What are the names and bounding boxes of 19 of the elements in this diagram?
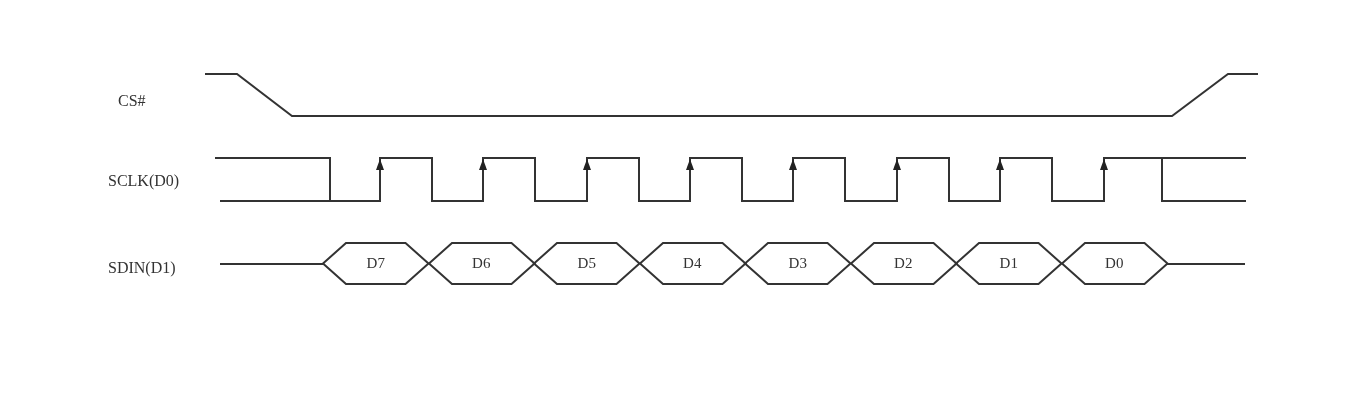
data-bit-hexagon xyxy=(323,242,429,285)
data-bit-hexagon xyxy=(1061,242,1167,285)
bit-label: D3 xyxy=(788,255,807,272)
bit-label: D6 xyxy=(472,255,491,272)
bit-label: D1 xyxy=(999,255,1018,272)
data-bit-hexagon xyxy=(639,242,745,285)
data-bit-hexagon xyxy=(428,242,534,285)
signal-name: SDIN(D1) xyxy=(108,259,176,277)
bit-label: D2 xyxy=(894,255,913,272)
signal-name: SCLK(D0) xyxy=(108,172,180,190)
data-bit-hexagon xyxy=(850,242,956,285)
bit-label: D5 xyxy=(577,255,596,272)
signal-name: CS# xyxy=(118,92,146,110)
data-bit-hexagon xyxy=(745,242,851,285)
bit-label: D0 xyxy=(1105,255,1124,272)
bit-label: D4 xyxy=(683,255,702,272)
data-bit-hexagon xyxy=(956,242,1062,285)
bit-label: D7 xyxy=(366,255,385,272)
data-bit-hexagon xyxy=(534,242,640,285)
